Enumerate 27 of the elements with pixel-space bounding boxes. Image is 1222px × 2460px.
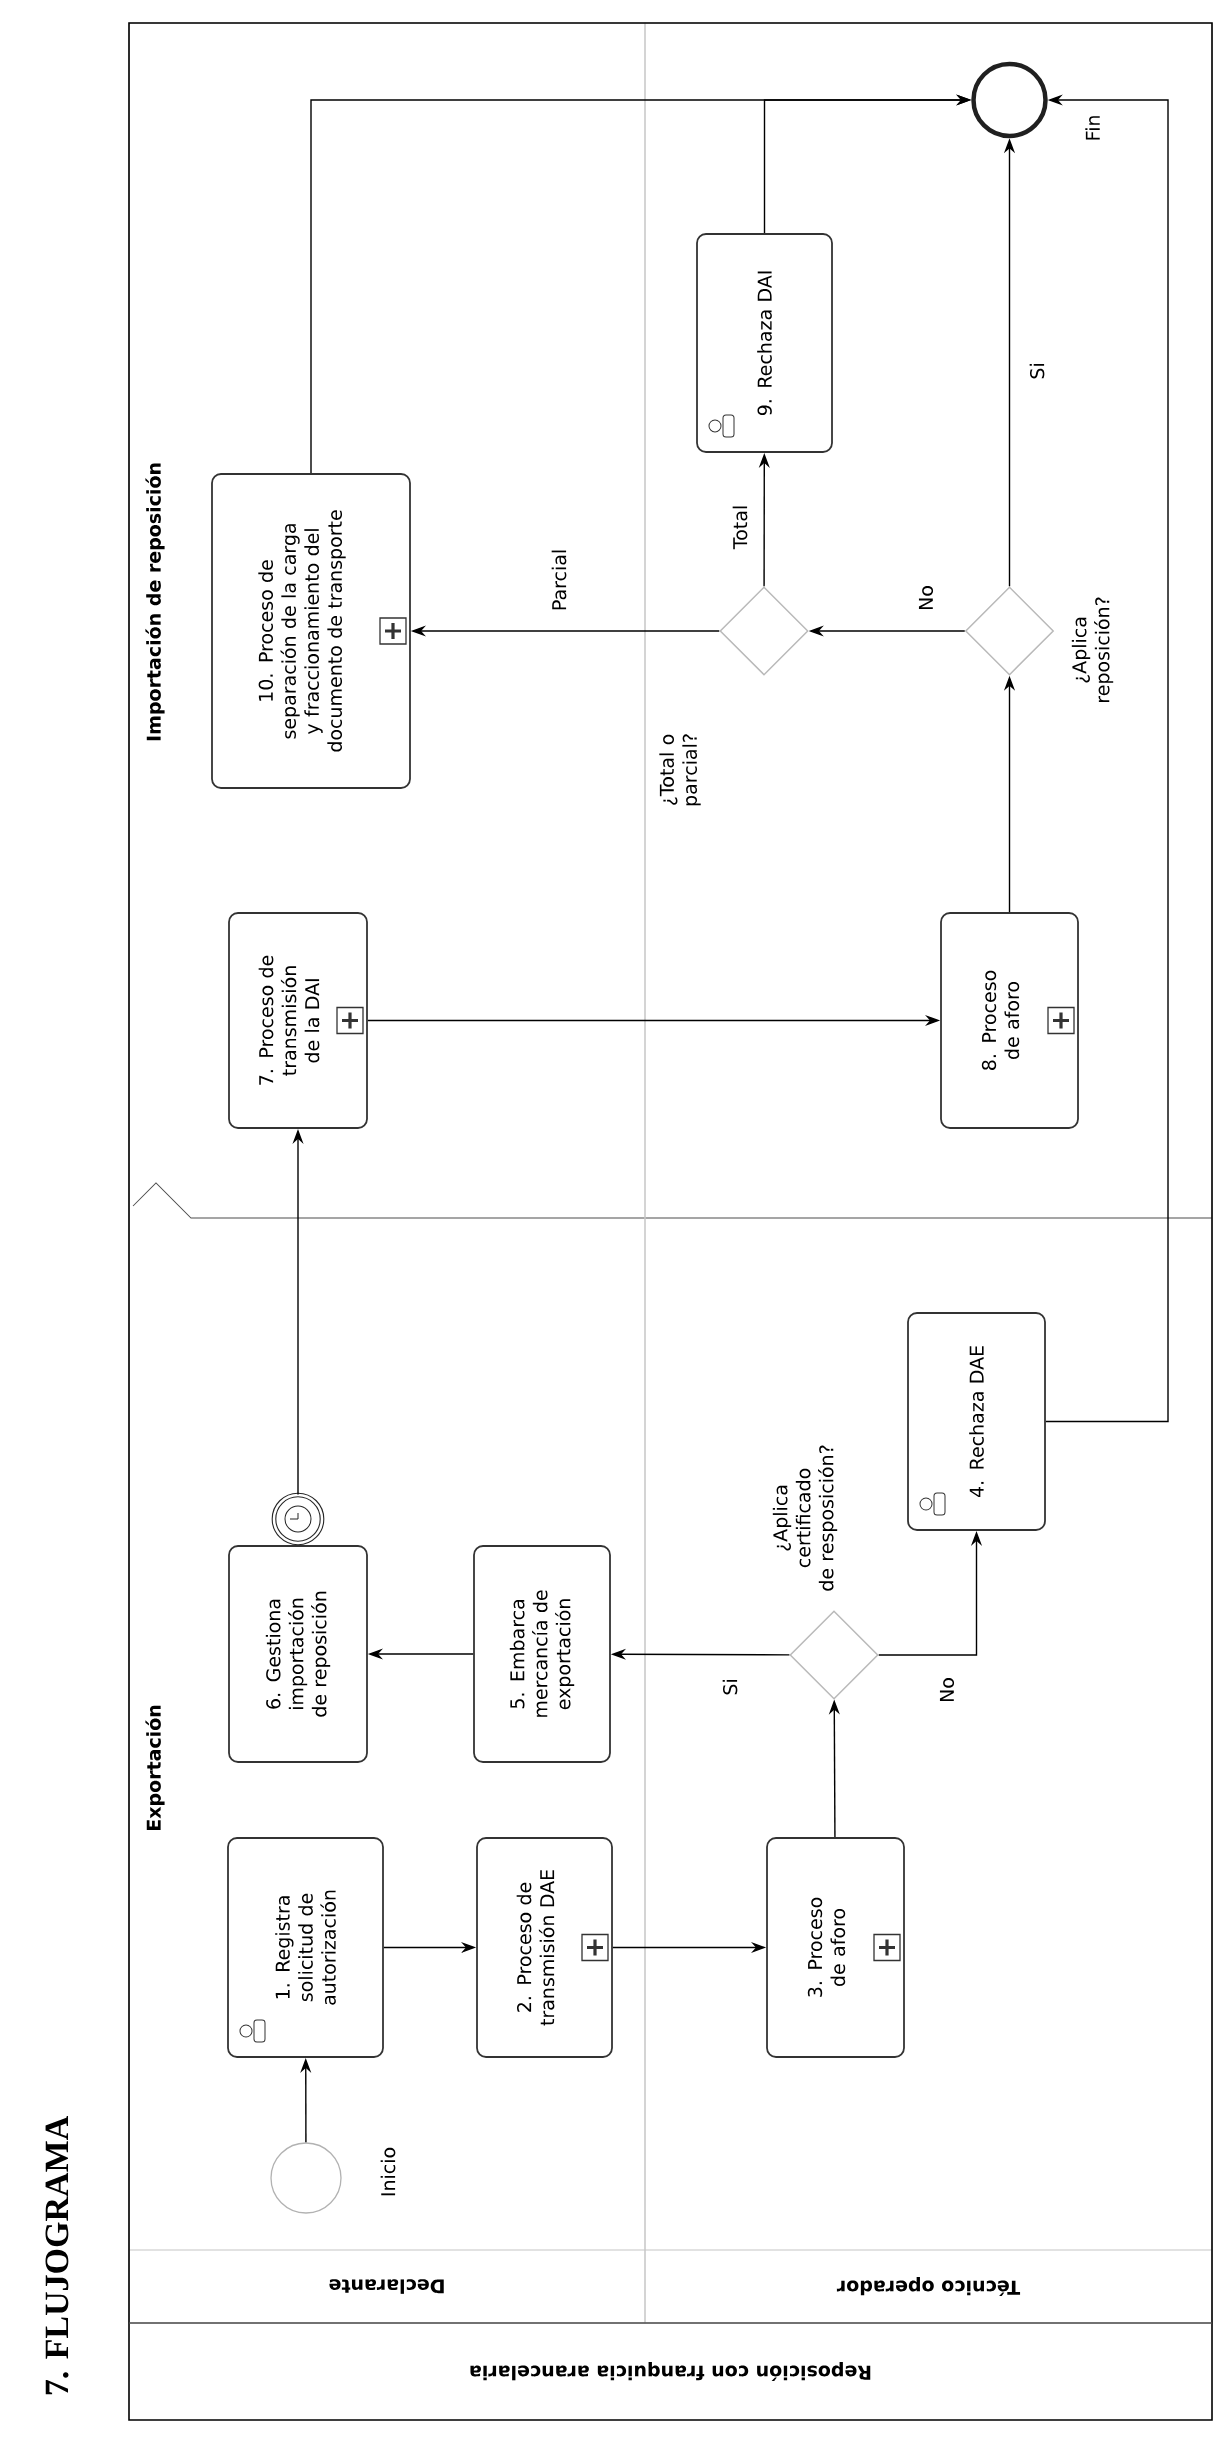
edge-label: Si [1028, 360, 1046, 382]
edge-label: Parcial [550, 547, 568, 613]
edge-label: Si [721, 1676, 739, 1698]
phase-label: Exportación [145, 1705, 165, 1830]
start-event: Inicio [270, 2142, 396, 2214]
task-box: 6. Gestiona importación de reposición [228, 1545, 368, 1763]
user-task-box: 1. Registra solicitud de autorización [227, 1837, 384, 2058]
node-label: ¿Total o parcial? [659, 734, 701, 806]
user-task-box: 9. Rechaza DAI [696, 233, 833, 453]
edge-label: No [917, 583, 935, 613]
phase-label: Importación de reposición [145, 463, 165, 741]
end-event: Fin [971, 61, 1100, 140]
user-task-box: 4. Rechaza DAE [907, 1312, 1046, 1531]
node-label: ¿Aplica certificado de resposición? [772, 1445, 838, 1591]
task-box: 5. Embarca mercancía de exportación [473, 1545, 611, 1763]
subprocess-box: 2. Proceso de transmisión DAE [476, 1837, 613, 2058]
node-label: Inicio [380, 2147, 396, 2196]
node-label: ¿Aplica reposición? [1071, 597, 1114, 702]
edge-label: No [938, 1675, 956, 1705]
subprocess-box: 10. Proceso de separación de la carga y fraccionamiento del documento de transporte [211, 473, 411, 789]
subprocess-box: 3. Proceso de aforo [766, 1837, 905, 2058]
edge-label: Total [731, 503, 749, 551]
title: 7. FLUJOGRAMA [45, 2116, 69, 2395]
subprocess-box: 8. Proceso de aforo [940, 912, 1079, 1129]
node-label: Fin [1085, 116, 1100, 140]
timer-event [271, 1492, 325, 1546]
subprocess-box: 7. Proceso de transmisión de la DAI [228, 912, 368, 1129]
